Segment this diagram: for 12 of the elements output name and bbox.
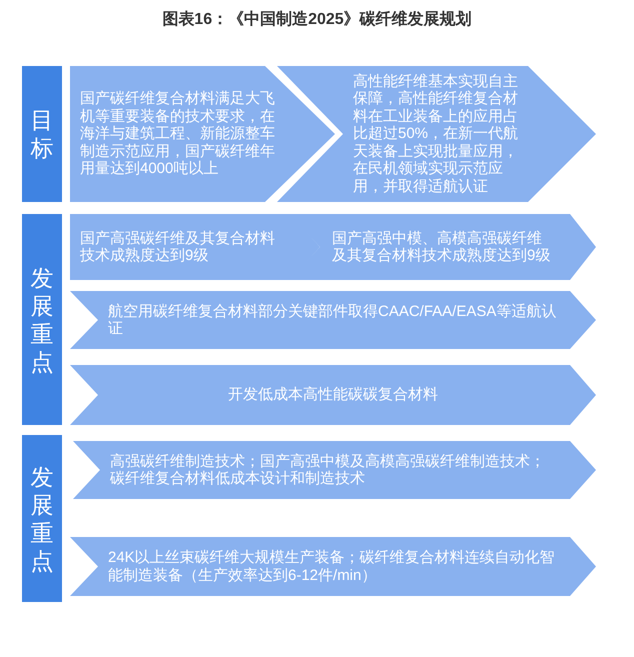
chevron-panel: 高性能纤维基本实现自主保障，高性能纤维复合材料在工业装备上的应用占比超过50%，在新一代航天装备上实现批量应用，在民机领域实现示范应用，并取得适航认证 (277, 66, 596, 202)
category-band: 目标 (22, 66, 62, 202)
category-band: 发展重点 (22, 214, 62, 425)
description-text: 国产高强碳纤维及其复合材料技术成熟度达到9级 (80, 230, 276, 264)
chart-title: 图表16：《中国制造2025》碳纤维发展规划 (162, 9, 472, 30)
chevron-panel: 开发低成本高性能碳碳复合材料 (70, 365, 596, 425)
chevron-panel: 高强碳纤维制造技术；国产高强中模及高模高强碳纤维制造技术；碳纤维复合材料低成本设计和制造技术 (73, 441, 596, 499)
chevron-panel: 国产高强中模、高模高强碳纤维及其复合材料技术成熟度达到9级 (289, 214, 596, 280)
chevron-panel: 24K以上丝束碳纤维大规模生产装备；碳纤维复合材料连续自动化智能制造装备（生产效率达到6-12件/min） (70, 537, 596, 596)
category-band: 发展重点 (22, 435, 62, 602)
description-text: 国产碳纤维复合材料满足大飞机等重要装备的技术要求，在海洋与建筑工程、新能源整车制造示范应用，国产碳纤维年用量达到4000吨以上 (80, 90, 275, 178)
chevron-panel: 航空用碳纤维复合材料部分关键部件取得CAAC/FAA/EASA等适航认证 (70, 291, 596, 349)
